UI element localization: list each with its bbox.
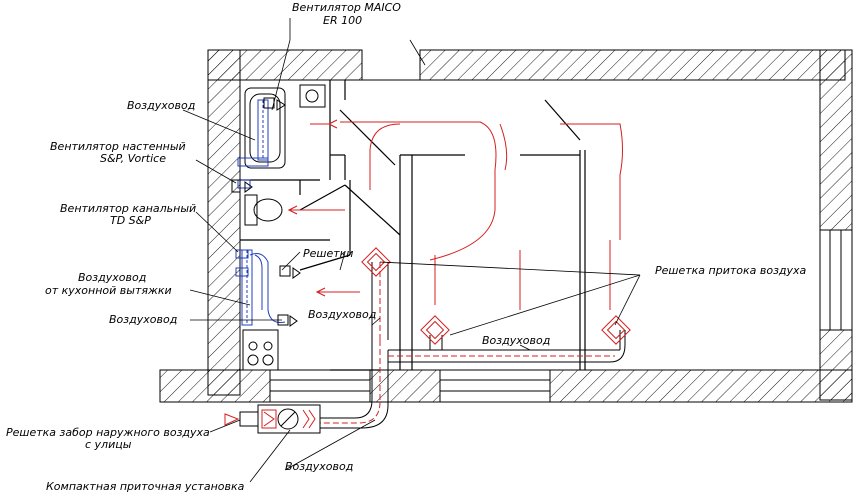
supply-grilles [361,247,631,345]
label-duct-top: Воздуховод [127,99,195,112]
label-compact-unit: Компактная приточная установка [46,480,245,493]
compact-supply-unit [224,404,321,434]
label-fan-channel-1: Вентилятор канальный [60,202,196,215]
label-supply-grille: Решетка притока воздуха [655,264,807,277]
label-duct-right: Воздуховод [482,334,550,347]
airflow-arrows [290,122,623,310]
label-duct-kitchen-1: Воздуховод [78,271,146,284]
label-grilles: Решетки [303,247,353,260]
exhaust-ducts [235,99,286,326]
label-duct-center: Воздуховод [308,308,376,321]
label-duct-bottom: Воздуховод [285,460,353,473]
label-fan-wall-2: S&P, Vortice [100,152,166,165]
label-outdoor-grille-1: Решетка забор наружного воздуха [6,426,210,439]
label-duct-kitchen-2: от кухонной вытяжки [45,284,172,297]
label-fan-channel-2: TD S&P [110,214,151,227]
supply-duct [320,262,626,429]
labels: Вентилятор MAICO ER 100 Воздуховод Венти… [6,1,807,493]
label-fan-wall-1: Вентилятор настенный [50,140,186,153]
label-outdoor-grille-2: с улицы [85,438,132,451]
partitions [240,80,586,371]
label-fan-maico-1: Вентилятор MAICO [292,1,401,14]
label-duct-left: Воздуховод [109,313,177,326]
leader-lines [182,18,641,483]
label-fan-maico-2: ER 100 [323,14,362,27]
bathroom-fixtures [242,84,326,371]
